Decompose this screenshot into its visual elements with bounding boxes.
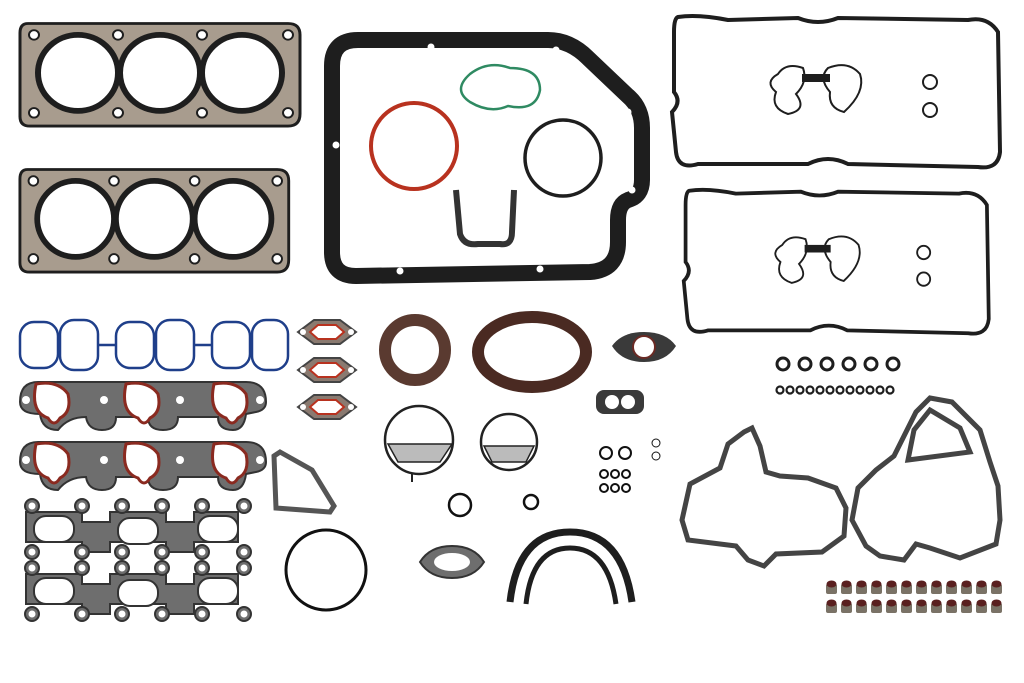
timing-cover-gasket-2	[849, 395, 1003, 563]
oil-pan-gasket	[324, 32, 650, 285]
exhaust-manifold-gasket-1	[24, 498, 252, 560]
o-ring-small-b	[522, 493, 540, 511]
front-crankshaft-seal	[379, 314, 451, 386]
egr-flange-gasket-2	[297, 357, 357, 383]
oil-cooler-gasket	[612, 332, 676, 362]
rear-main-seal-retainer	[453, 189, 517, 248]
o-ring-small-a	[447, 492, 473, 518]
timing-cover-gasket-1	[679, 424, 849, 569]
exhaust-manifold-gasket-2	[24, 560, 252, 622]
valve-cover-gasket-1	[670, 14, 1002, 170]
o-ring-row-small	[775, 385, 895, 395]
intake-plenum-gasket	[18, 318, 290, 372]
intake-manifold-gasket-1	[18, 380, 268, 432]
valve-stem-seals	[826, 580, 1002, 613]
o-ring-row-large	[775, 356, 901, 372]
head-gasket-1	[20, 24, 300, 127]
misc-o-rings	[599, 438, 661, 493]
green-seal	[459, 63, 542, 111]
thermostat-housing-gasket	[271, 449, 337, 515]
rear-half-moon-seals	[506, 528, 636, 605]
egr-flange-gasket-1	[297, 319, 357, 345]
rear-crankshaft-seal	[472, 311, 592, 393]
water-pump-gasket	[418, 544, 486, 580]
dual-port-gasket	[596, 390, 644, 414]
black-o-ring	[523, 118, 603, 198]
oil-strainer-gasket-2	[479, 412, 539, 472]
valve-cover-gasket-2	[681, 187, 991, 336]
intake-manifold-gasket-2	[18, 440, 268, 492]
water-outlet-o-ring	[284, 528, 368, 612]
oil-strainer-gasket-1	[383, 404, 455, 482]
head-gasket-2	[20, 170, 289, 273]
egr-flange-gasket-3	[297, 394, 357, 420]
red-o-ring	[369, 101, 459, 191]
